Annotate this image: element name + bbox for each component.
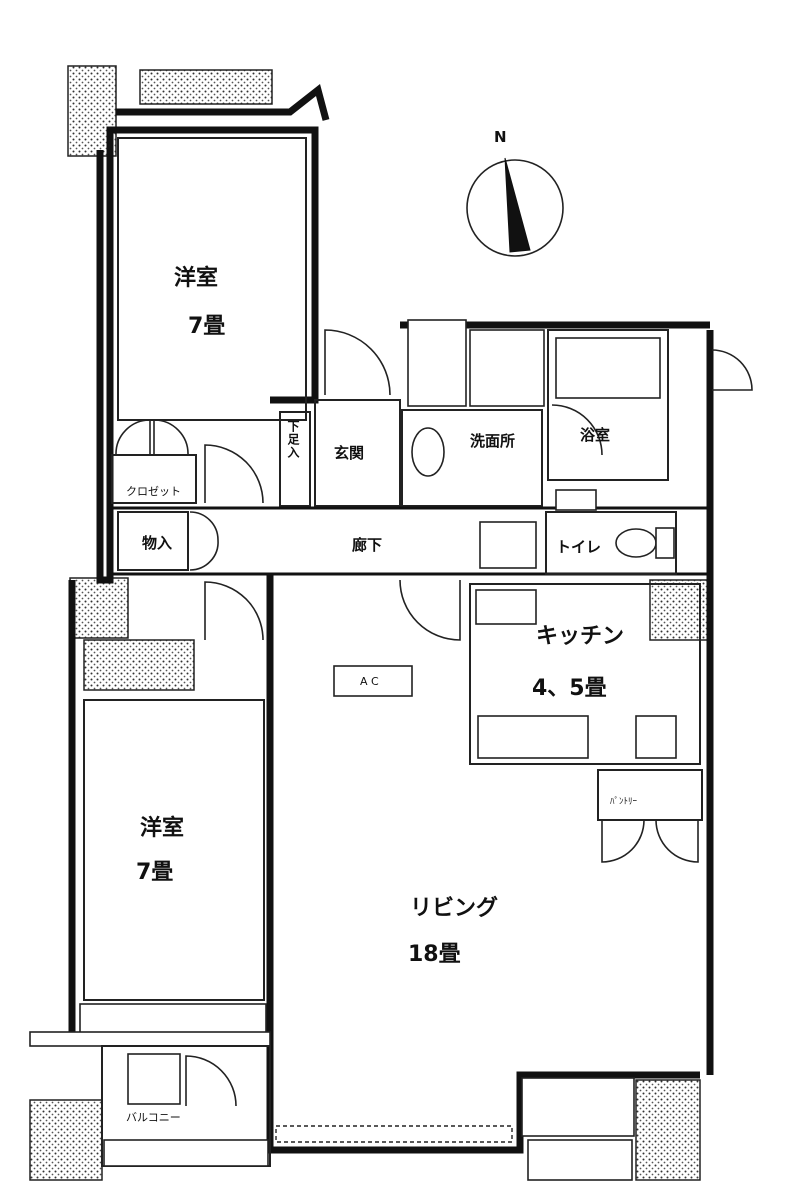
closet-1-doors — [115, 419, 189, 456]
kitchen-door — [399, 579, 461, 641]
western-room-1-outline — [117, 137, 307, 421]
balcony-door-right — [711, 349, 753, 391]
living-bottom-right-unit — [521, 1077, 635, 1137]
bath-label: 浴室 — [580, 426, 611, 444]
corridor-label: 廊下 — [352, 536, 383, 554]
western-room-1-door — [204, 444, 264, 504]
corridor-cabinet — [479, 521, 537, 569]
western-room-2-size: 7畳 — [136, 860, 174, 885]
hatched-area-top-left — [67, 65, 117, 157]
pantry-doors — [601, 819, 699, 863]
living-bottom-right-rail — [527, 1139, 633, 1181]
western-room-2-name: 洋室 — [140, 816, 185, 841]
kitchen-counter — [477, 715, 589, 759]
bathtub — [555, 337, 661, 399]
western-room-2-outline — [83, 699, 265, 1001]
balcony-door — [185, 1055, 237, 1107]
western-room-2-window-shelf — [29, 1031, 271, 1047]
corridor-outline — [110, 506, 712, 576]
hatched-area-left-mid — [69, 577, 129, 639]
washroom-outline — [401, 409, 543, 507]
living-size: 18畳 — [408, 942, 461, 967]
storage-label: 物入 — [142, 534, 173, 552]
toilet-outline — [545, 511, 677, 575]
refrigerator — [635, 715, 677, 759]
shoe-box-label: 下足入 — [286, 420, 300, 459]
pantry-outline — [597, 769, 703, 821]
pantry-label: ﾊﾟﾝﾄﾘｰ — [610, 797, 638, 807]
western-room-1-size: 7畳 — [188, 314, 226, 339]
hatched-area-bottom-left — [29, 1099, 103, 1181]
ac-unit-box — [333, 665, 413, 697]
outer-wall-top-ledge — [116, 83, 330, 121]
hatched-area-left-upper — [83, 639, 195, 691]
hatched-area-top-balcony — [139, 69, 273, 105]
outer-wall-living-bottom — [266, 575, 700, 1154]
balcony-unit — [127, 1053, 181, 1105]
shoe-box-outline — [279, 411, 311, 507]
western-room-1-name: 洋室 — [174, 266, 219, 291]
storage-door — [189, 511, 219, 571]
western-room-2-closet — [79, 1003, 267, 1035]
entrance-door — [324, 329, 391, 396]
toilet-tank — [655, 527, 675, 559]
wash-basin — [411, 427, 445, 477]
western-room-2-door — [204, 581, 264, 641]
toilet-label: トイレ — [556, 538, 602, 556]
closet-label: クロゼット — [126, 485, 181, 498]
living-name: リビング — [410, 896, 499, 921]
hatched-area-right-mid — [649, 579, 713, 641]
living-window-line — [275, 1125, 513, 1143]
genkan-label: 玄関 — [334, 444, 365, 462]
compass-needle-icon — [504, 157, 531, 253]
balcony-label: バルコニー — [126, 1111, 181, 1124]
bath-outline — [547, 329, 669, 481]
genkan-outline — [314, 399, 401, 507]
storage-outline — [117, 511, 189, 571]
washing-machine-area — [407, 319, 467, 407]
toilet-bowl — [615, 528, 657, 558]
kitchen-name: キッチン — [536, 624, 625, 649]
kitchen-outline — [469, 583, 701, 765]
bath-door — [551, 404, 603, 456]
hatched-area-bottom-right — [635, 1079, 701, 1181]
compass-north-label: N — [494, 128, 507, 146]
washroom-label: 洗面所 — [470, 432, 516, 450]
ac-label: A C — [360, 675, 379, 688]
kitchen-shelf — [475, 589, 537, 625]
toilet-sink — [555, 489, 597, 511]
water-heater — [469, 329, 545, 407]
kitchen-size: 4、5畳 — [532, 676, 607, 701]
balcony-railing-bottom — [103, 1139, 269, 1167]
